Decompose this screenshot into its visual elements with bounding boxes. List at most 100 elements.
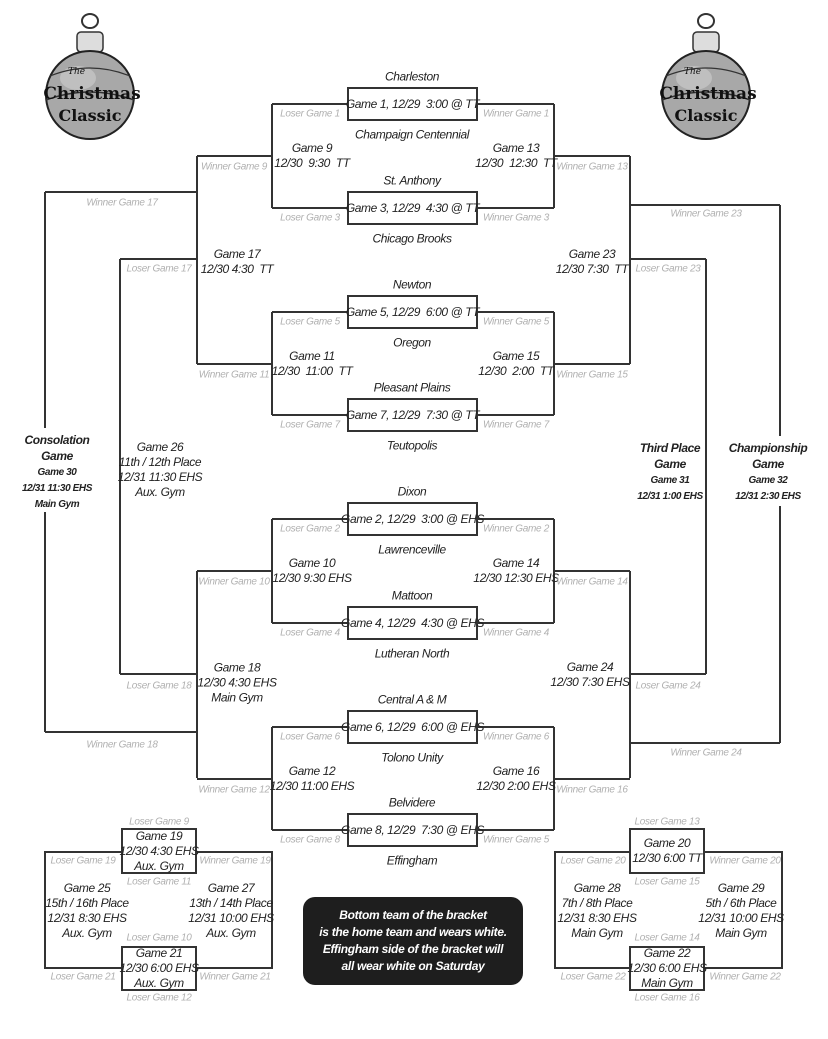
game-label: Game 3, 12/29 4:30 @ TT [345, 200, 480, 215]
championship-detail: Game 32 12/31 2:30 EHS [735, 475, 801, 502]
game-label: Game 21 12/30 6:00 EHS Aux. Gym [119, 946, 199, 990]
placement-game-box: Game 19 12/30 4:30 EHS Aux. Gym [119, 828, 199, 874]
winner-label: Winner Game 12 [198, 784, 270, 796]
winner-label: Winner Game 22 [709, 971, 781, 983]
loser-label: Loser Game 6 [280, 731, 340, 743]
first-round-game-box: Game 4, 12/29 4:30 @ EHS [341, 606, 484, 640]
winner-label: Winner Game 15 [556, 369, 628, 381]
winner-label: Winner Game 7 [482, 419, 550, 431]
game-label: Game 22 12/30 6:00 EHS Main Gym [627, 946, 707, 990]
loser-label: Loser Game 22 [560, 971, 626, 983]
loser-label: Loser Game 12 [126, 992, 192, 1004]
winner-label: Winner Game 24 [670, 747, 742, 759]
loser-label: Loser Game 10 [126, 932, 192, 944]
team-name-top: Dixon [397, 484, 427, 499]
team-name-top: Mattoon [391, 588, 433, 603]
winner-label: Winner Game 3 [482, 212, 550, 224]
game-26: Game 26 11th / 12th Place 12/31 11:30 EH… [117, 440, 203, 499]
game-23: Game 23 12/30 7:30 TT [555, 247, 629, 276]
winner-label: Winner Game 11 [198, 369, 270, 381]
consolation-game-detail: Game 30 12/31 11:30 EHS Main Gym [22, 467, 92, 510]
first-round-game-box: Game 6, 12/29 6:00 @ EHS [341, 710, 484, 744]
game-18: Game 18 12/30 4:30 EHS Main Gym [197, 660, 277, 705]
team-name-bottom: Tolono Unity [381, 750, 443, 765]
second-round-game-left: Game 12 12/30 11:00 EHS [269, 764, 355, 793]
winner-label: Winner Game 5 [482, 316, 550, 328]
team-name-bottom: Oregon [393, 335, 431, 350]
game-label: Game 6, 12/29 6:00 @ EHS [341, 719, 484, 734]
winner-label: Winner Game 2 [482, 523, 550, 535]
placement-game-box: Game 20 12/30 6:00 TT [629, 828, 705, 874]
game-label: Game 4, 12/29 4:30 @ EHS [341, 615, 484, 630]
first-round-game-box: Game 5, 12/29 6:00 @ TT [346, 295, 480, 329]
svg-text:Classic: Classic [674, 106, 737, 125]
placement-game-box: Game 21 12/30 6:00 EHS Aux. Gym [119, 946, 199, 991]
first-round-game-box: Game 3, 12/29 4:30 @ TT [345, 191, 480, 225]
placement-game-right: Game 27 13th / 14th Place 12/31 10:00 EH… [188, 881, 274, 940]
second-round-game-left: Game 11 12/30 11:00 TT [271, 349, 353, 378]
third-place-detail: Game 31 12/31 1:00 EHS [637, 475, 703, 502]
game-24: Game 24 12/30 7:30 EHS [550, 660, 630, 689]
second-round-game-left: Game 9 12/30 9:30 TT [274, 141, 350, 170]
winner-label: Winner Game 5 [482, 834, 550, 846]
team-name-bottom: Lawrenceville [378, 542, 446, 557]
winner-label: Winner Game 16 [556, 784, 628, 796]
team-name-bottom: Lutheran North [374, 646, 450, 661]
team-name-top: Charleston [384, 69, 440, 84]
winner-label: Winner Game 9 [200, 161, 268, 173]
first-round-game-box: Game 8, 12/29 7:30 @ EHS [341, 813, 484, 847]
loser-label: Loser Game 16 [634, 992, 700, 1004]
loser-label: Loser Game 4 [280, 627, 340, 639]
team-name-top: Pleasant Plains [373, 380, 451, 395]
third-place-title: Third Place Game [639, 441, 701, 471]
loser-label: Loser Game 24 [635, 680, 701, 692]
loser-label: Loser Game 23 [635, 263, 701, 275]
consolation-game-title: Consolation Game [24, 433, 90, 463]
team-name-top: Newton [392, 277, 432, 292]
team-name-bottom: Effingham [386, 853, 438, 868]
team-name-top: St. Anthony [383, 173, 441, 188]
first-round-game-box: Game 7, 12/29 7:30 @ TT [345, 398, 480, 432]
winner-label: Winner Game 21 [199, 971, 271, 983]
loser-label: Loser Game 8 [280, 834, 340, 846]
winner-label: Winner Game 19 [199, 855, 271, 867]
loser-label: Loser Game 7 [280, 419, 340, 431]
winner-label: Winner Game 13 [556, 161, 628, 173]
game-label: Game 7, 12/29 7:30 @ TT [345, 407, 480, 422]
winner-label: Winner Game 6 [482, 731, 550, 743]
loser-label: Loser Game 18 [126, 680, 192, 692]
loser-label: Loser Game 11 [126, 876, 192, 888]
game-label: Game 1, 12/29 3:00 @ TT [345, 96, 480, 111]
loser-label: Loser Game 2 [280, 523, 340, 535]
home-team-notice: Bottom team of the bracket is the home t… [303, 897, 523, 985]
svg-text:Classic: Classic [58, 106, 121, 125]
notice-text: Bottom team of the bracket is the home t… [319, 908, 507, 973]
game-label: Game 8, 12/29 7:30 @ EHS [341, 822, 484, 837]
loser-label: Loser Game 17 [126, 263, 192, 275]
championship-title: Championship Game [728, 441, 808, 471]
first-round-game-box: Game 1, 12/29 3:00 @ TT [345, 87, 480, 121]
game-label: Game 2, 12/29 3:00 @ EHS [341, 511, 484, 526]
first-round-game-box: Game 2, 12/29 3:00 @ EHS [341, 502, 484, 536]
game-17: Game 17 12/30 4:30 TT [200, 247, 274, 276]
winner-label: Winner Game 20 [709, 855, 781, 867]
winner-label: Winner Game 14 [556, 576, 628, 588]
loser-label: Loser Game 1 [280, 108, 340, 120]
loser-label: Loser Game 15 [634, 876, 700, 888]
second-round-game-right: Game 14 12/30 12:30 EHS [473, 556, 559, 585]
placement-game-left: Game 25 15th / 16th Place 12/31 8:30 EHS… [45, 881, 129, 940]
svg-text:Christmas: Christmas [43, 84, 140, 104]
game-label: Game 20 12/30 6:00 TT [632, 836, 702, 865]
second-round-game-left: Game 10 12/30 9:30 EHS [272, 556, 352, 585]
loser-label: Loser Game 20 [560, 855, 626, 867]
loser-label: Loser Game 3 [280, 212, 340, 224]
team-name-top: Central A & M [377, 692, 447, 707]
svg-text:The: The [684, 67, 701, 77]
second-round-game-right: Game 13 12/30 12:30 TT [475, 141, 557, 170]
winner-label: Winner Game 23 [670, 208, 742, 220]
svg-text:The: The [68, 67, 85, 77]
team-name-bottom: Champaign Centennial [354, 127, 470, 142]
